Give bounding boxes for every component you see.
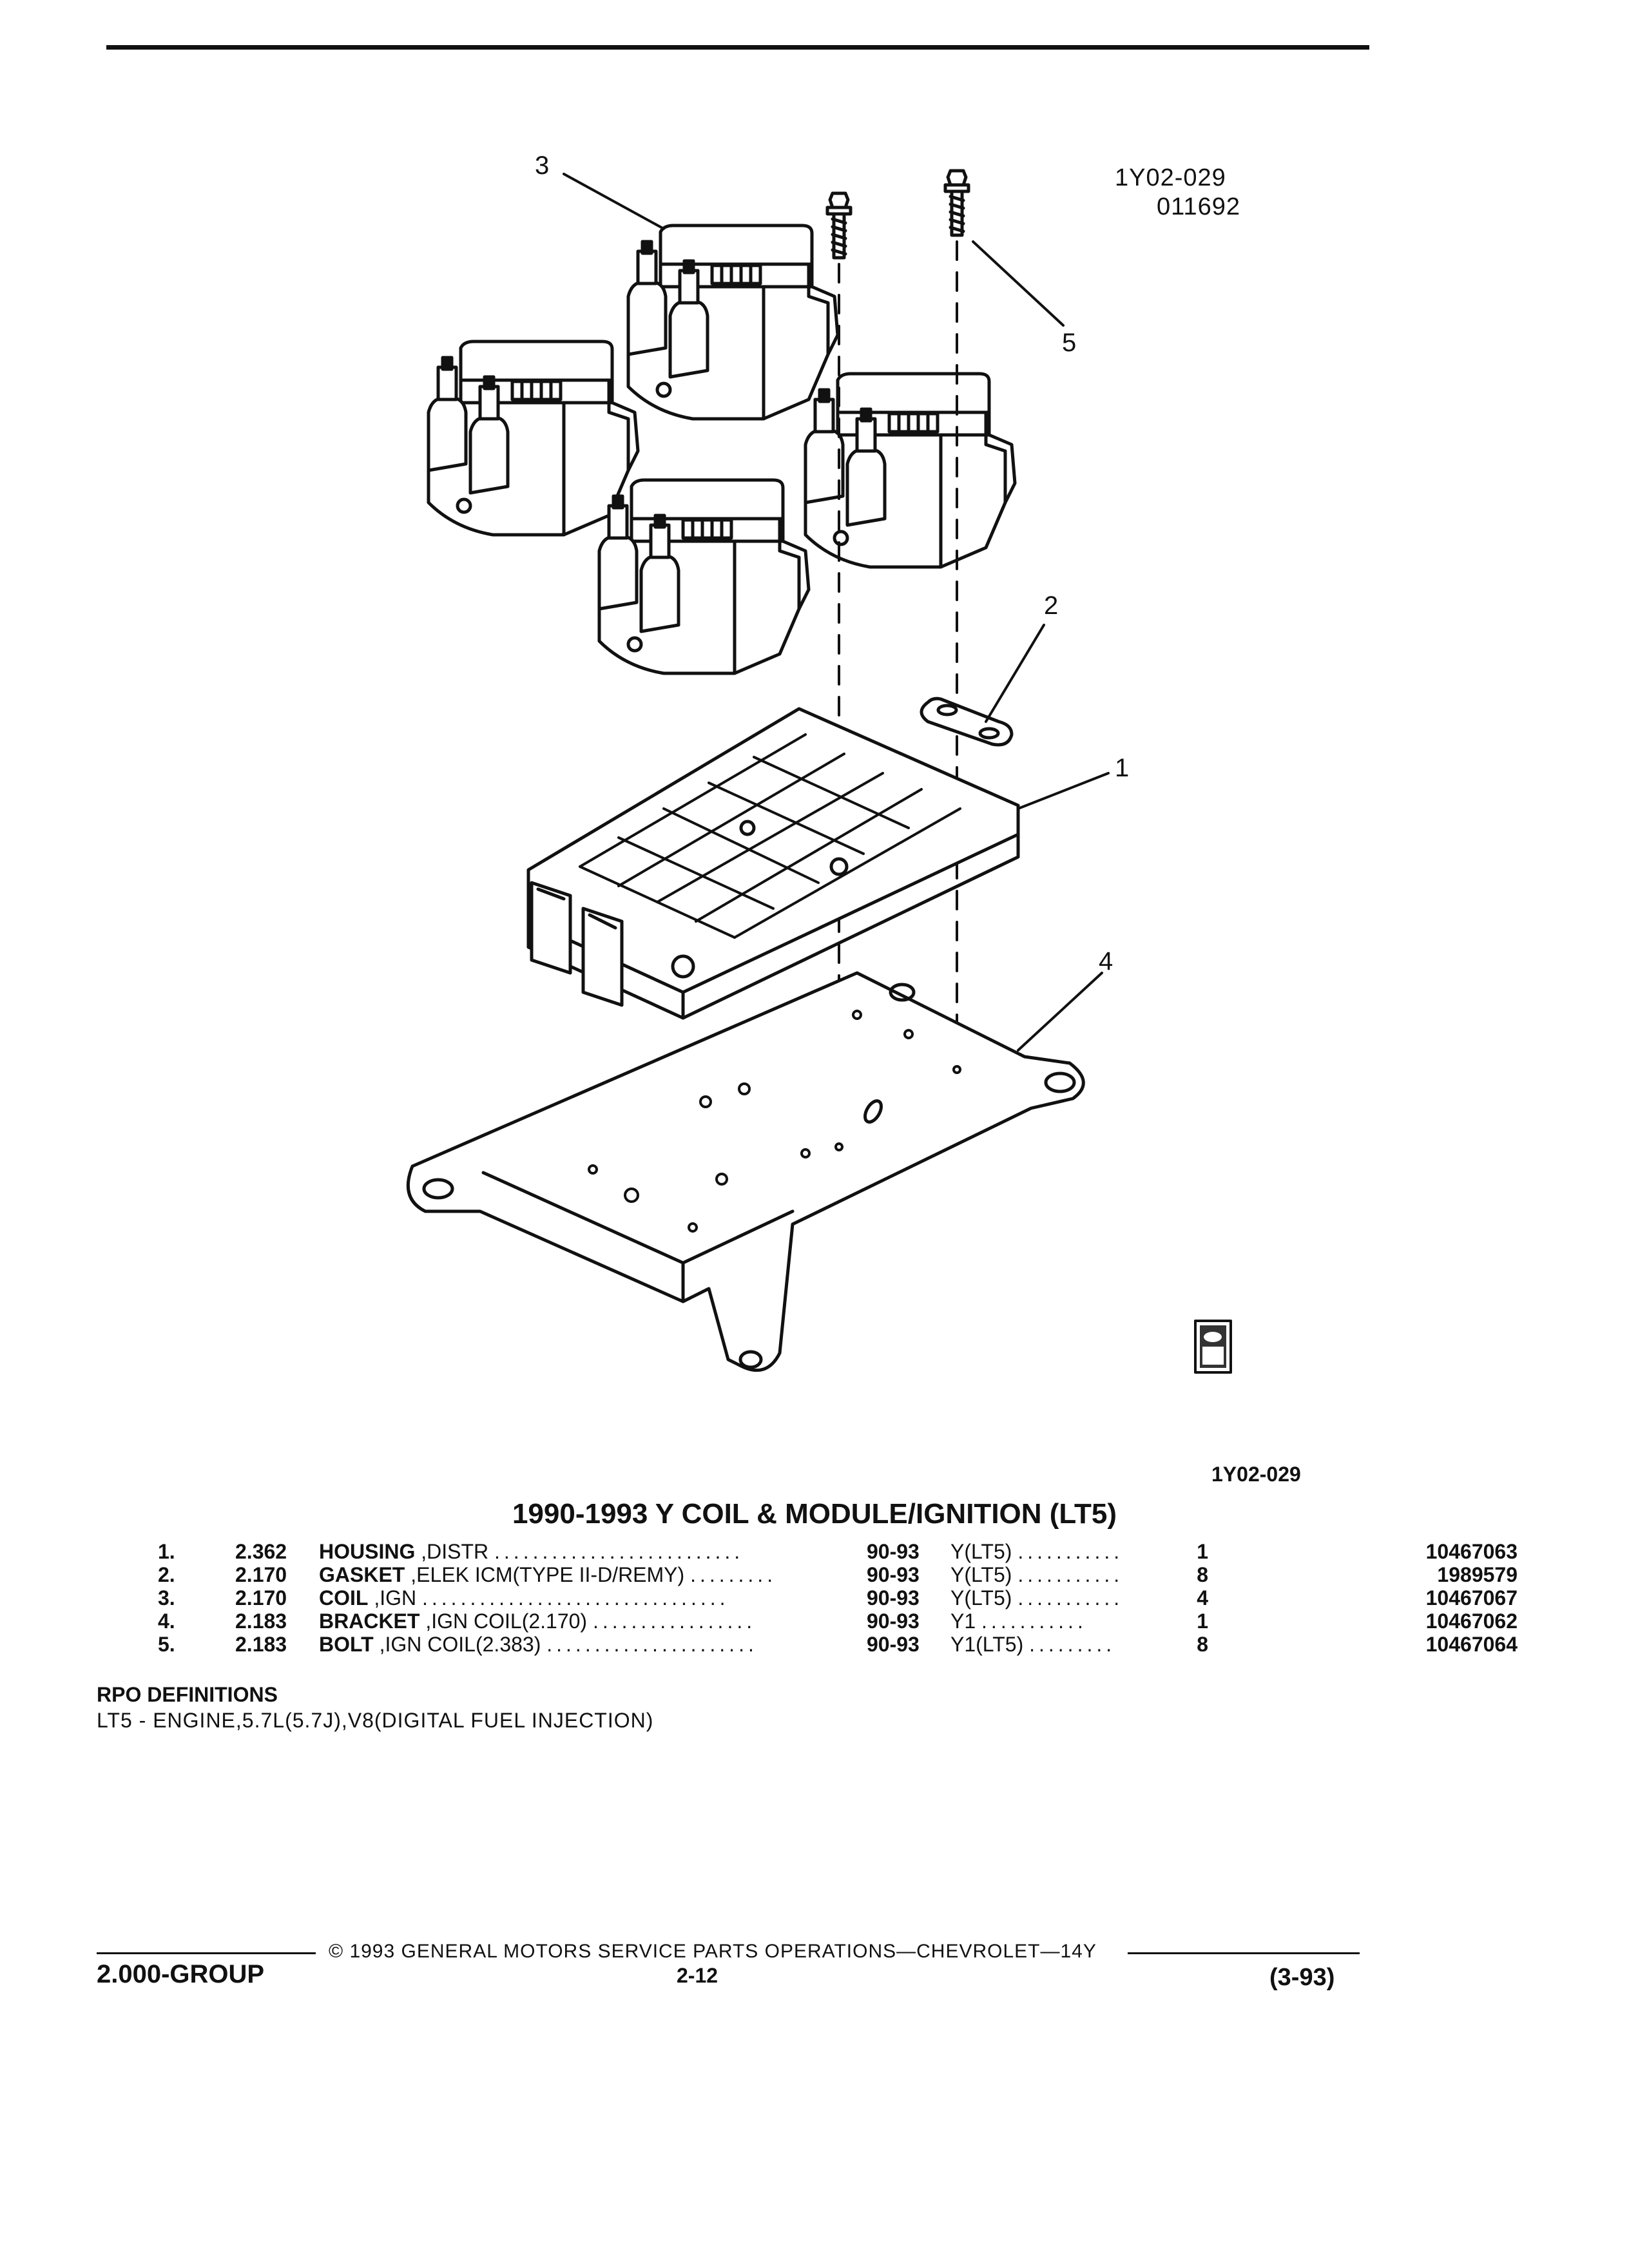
part-detail: ,IGN COIL(2.170) — [419, 1610, 588, 1633]
group-number: 2.362 — [235, 1540, 287, 1563]
gasket — [920, 697, 1014, 747]
section-title: 1990-1993 Y COIL & MODULE/IGNITION (LT5) — [512, 1498, 1117, 1530]
callout-2: 2 — [1044, 591, 1059, 620]
part-detail: ,ELEK ICM(TYPE II-D/REMY) — [405, 1563, 685, 1586]
leader-dots: ........... — [1017, 1540, 1124, 1563]
part-number: 10467063 — [1425, 1540, 1518, 1563]
model-value: Y(LT5) — [950, 1540, 1012, 1563]
part-detail: ,DISTR — [415, 1540, 489, 1563]
part-name: BOLT — [319, 1633, 374, 1656]
top-rule — [106, 45, 1369, 50]
part-detail: ,IGN — [368, 1586, 417, 1610]
model-code: Y1(LT5) ......... — [950, 1633, 1115, 1657]
leader-dots: ......... — [690, 1563, 777, 1586]
part-name: COIL — [319, 1586, 369, 1610]
quantity: 4 — [1197, 1586, 1208, 1610]
leader-dots: ................. — [592, 1610, 757, 1633]
part-number: 10467062 — [1425, 1610, 1518, 1633]
leader-dots: ...................... — [546, 1633, 758, 1656]
years: 90-93 — [867, 1633, 920, 1656]
part-number: 1989579 — [1437, 1563, 1518, 1586]
rpo-definition: LT5 - ENGINE,5.7L(5.7J),V8(DIGITAL FUEL … — [97, 1709, 654, 1732]
quantity: 1 — [1197, 1610, 1208, 1633]
gm-spo-logo — [1194, 1320, 1232, 1374]
part-description: HOUSING ,DISTR .........................… — [319, 1540, 744, 1564]
leader-dots: ........... — [1017, 1563, 1124, 1586]
model-code: Y(LT5) ........... — [950, 1540, 1123, 1564]
callout-4: 4 — [1099, 947, 1113, 975]
leader-dots: ......... — [1029, 1633, 1116, 1656]
footer-date: (3-93) — [1269, 1964, 1335, 1991]
years: 90-93 — [867, 1586, 920, 1610]
model-value: Y1 — [950, 1610, 976, 1633]
callout-5: 5 — [1062, 329, 1077, 357]
footer-rule-left — [97, 1952, 316, 1954]
table-row: 3. 2.170 90-93 4 10467067 COIL ,IGN .........… — [158, 1586, 1518, 1610]
part-name: HOUSING — [319, 1540, 416, 1563]
part-number-index: 2. — [158, 1563, 175, 1586]
table-row: 5. 2.183 90-93 8 10467064 BOLT ,IGN COIL(2.38… — [158, 1633, 1518, 1656]
part-description: BOLT ,IGN COIL(2.383) ..................… — [319, 1633, 758, 1657]
part-number-index: 3. — [158, 1586, 175, 1610]
model-value: Y(LT5) — [950, 1563, 1012, 1586]
coil-unit — [805, 374, 1015, 567]
module-housing — [526, 707, 1020, 1020]
part-number-index: 4. — [158, 1610, 175, 1633]
years: 90-93 — [867, 1540, 920, 1563]
bolt — [945, 171, 969, 235]
model-code: Y(LT5) ........... — [950, 1563, 1123, 1587]
rpo-heading: RPO DEFINITIONS — [97, 1683, 278, 1706]
coil-unit — [599, 480, 809, 673]
part-description: COIL ,IGN ..............................… — [319, 1586, 729, 1610]
footer-copyright: © 1993 GENERAL MOTORS SERVICE PARTS OPER… — [329, 1941, 1097, 1962]
coil-unit — [429, 341, 638, 535]
callout-1: 1 — [1115, 754, 1130, 782]
leader-dots: ........... — [981, 1610, 1087, 1633]
footer-group: 2.000-GROUP — [97, 1960, 265, 1988]
illustration-code: 1Y02-029 — [1115, 164, 1226, 191]
part-description: BRACKET ,IGN COIL(2.170) ...............… — [319, 1610, 756, 1633]
group-number: 2.170 — [235, 1563, 287, 1586]
leader-dots: ................................ — [422, 1586, 729, 1610]
illustration-sub-code: 011692 — [1157, 193, 1240, 220]
exploded-diagram — [406, 0, 1232, 1374]
group-number: 2.183 — [235, 1610, 287, 1633]
part-number: 10467067 — [1425, 1586, 1518, 1610]
model-value: Y(LT5) — [950, 1586, 1012, 1610]
table-row: 1. 2.362 90-93 1 10467063 HOUSING ,DISTR ....… — [158, 1540, 1518, 1563]
part-detail: ,IGN COIL(2.383) — [373, 1633, 541, 1656]
table-row: 4. 2.183 90-93 1 10467062 BRACKET ,IGN COIL(2… — [158, 1610, 1518, 1633]
part-description: GASKET ,ELEK ICM(TYPE II-D/REMY) .......… — [319, 1563, 776, 1587]
footer-page-number: 2-12 — [677, 1964, 718, 1987]
model-code: Y(LT5) ........... — [950, 1586, 1123, 1610]
coil-unit — [628, 226, 838, 419]
illustration-code-bottom: 1Y02-029 — [1211, 1463, 1301, 1486]
leader-dots: .......................... — [494, 1540, 744, 1563]
quantity: 8 — [1197, 1633, 1208, 1656]
bracket — [406, 971, 1085, 1372]
part-number-index: 5. — [158, 1633, 175, 1656]
part-number-index: 1. — [158, 1540, 175, 1563]
part-number: 10467064 — [1425, 1633, 1518, 1656]
bolt — [827, 193, 851, 258]
footer-rule-right — [1128, 1952, 1360, 1954]
quantity: 1 — [1197, 1540, 1208, 1563]
callout-3: 3 — [535, 151, 550, 180]
model-code: Y1 ........... — [950, 1610, 1087, 1633]
years: 90-93 — [867, 1563, 920, 1586]
quantity: 8 — [1197, 1563, 1208, 1586]
leader-dots: ........... — [1017, 1586, 1124, 1610]
model-value: Y1(LT5) — [950, 1633, 1024, 1656]
years: 90-93 — [867, 1610, 920, 1633]
group-number: 2.183 — [235, 1633, 287, 1656]
part-name: BRACKET — [319, 1610, 420, 1633]
table-row: 2. 2.170 90-93 8 1989579 GASKET ,ELEK ICM(TYP… — [158, 1563, 1518, 1586]
part-name: GASKET — [319, 1563, 405, 1586]
group-number: 2.170 — [235, 1586, 287, 1610]
